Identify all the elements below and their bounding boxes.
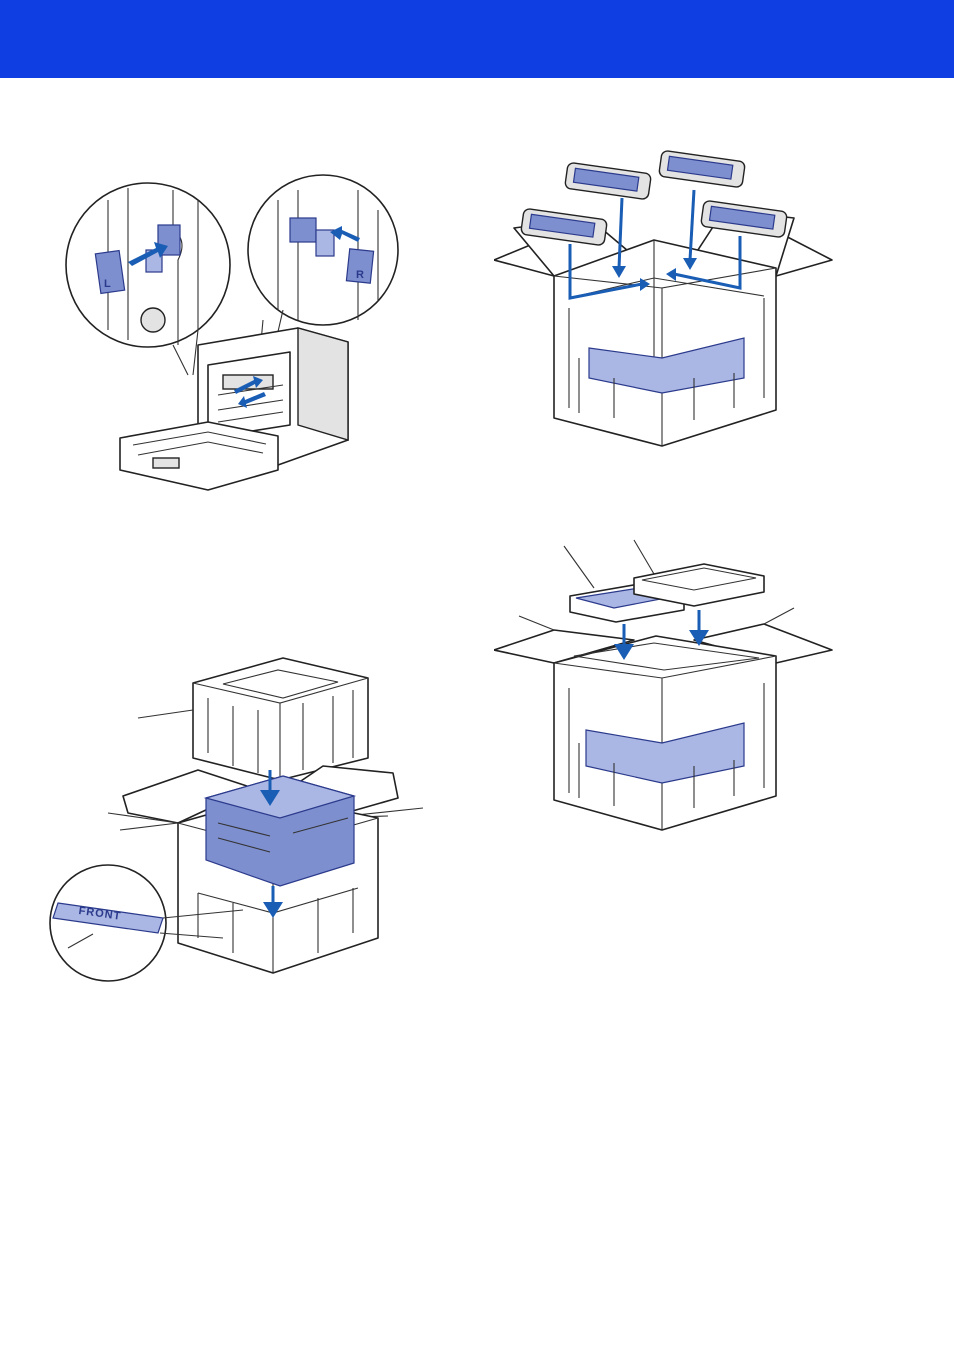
header-band [0,0,954,78]
clip-right-label: R [356,269,365,281]
box-cartridges-illustration [494,148,834,448]
box-printer-illustration: FRONT [48,648,448,988]
clip-left-label: L [104,278,112,290]
printer-clips-illustration: L R [58,170,428,500]
box-top-trays-illustration [494,538,834,838]
